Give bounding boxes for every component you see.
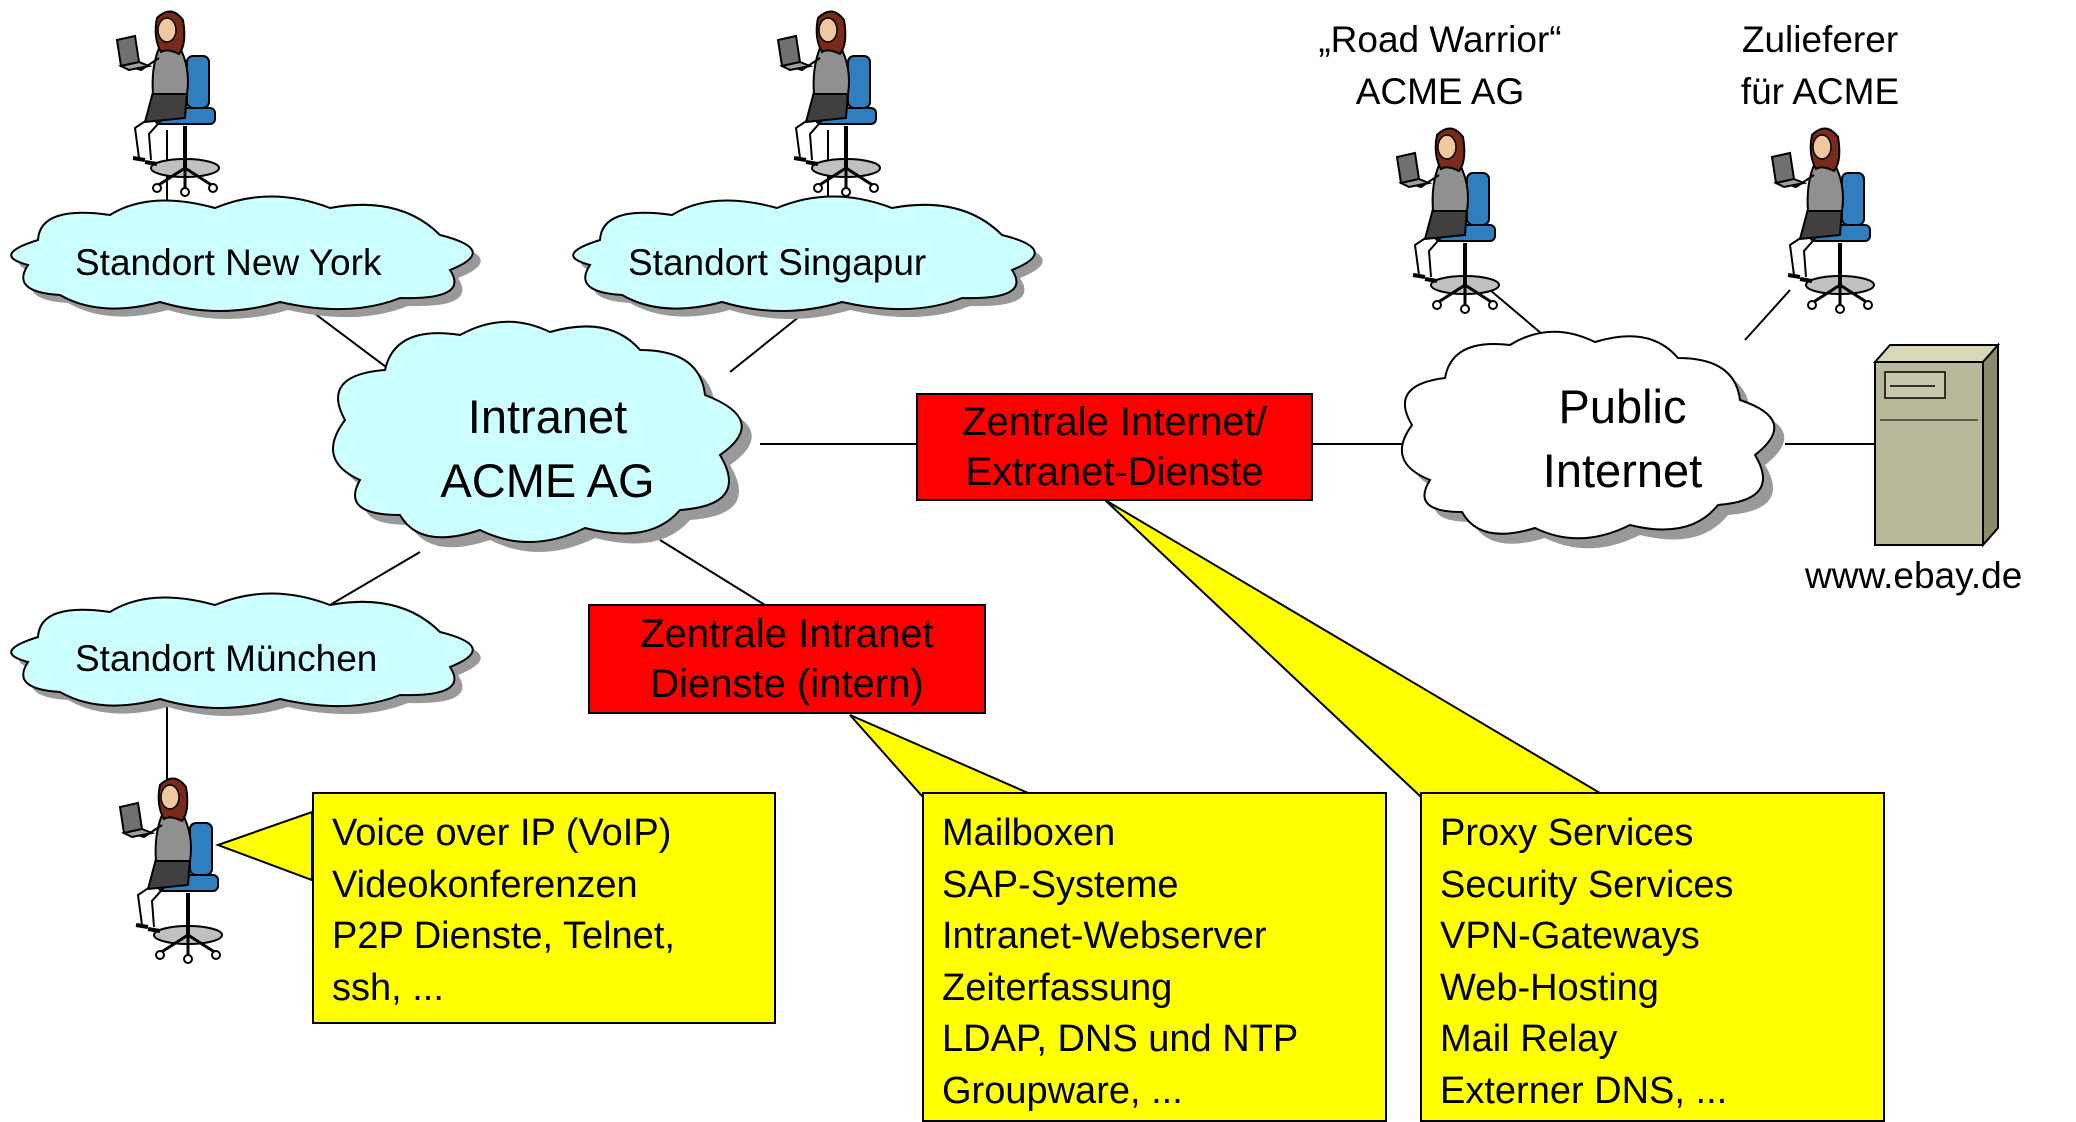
label-road-warrior-line-2: ACME AG <box>1355 71 1525 112</box>
cloud-intranet <box>332 320 752 553</box>
label-public-internet: Public Internet <box>1480 375 1765 503</box>
callout-muenchen-item: Videokonferenzen <box>332 863 638 906</box>
label-standort-muenchen: Standort München <box>75 638 378 679</box>
label-zulieferer-line-1: Zulieferer <box>1741 19 1899 60</box>
callout-internet-item: Mail Relay <box>1440 1018 1618 1060</box>
label-zulieferer: Zulieferer für ACME <box>1700 14 1940 118</box>
box-zentrale-internet-line-2: Extranet-Dienste <box>965 450 1264 494</box>
cloud-standort-singapur <box>572 195 1043 319</box>
server-icon <box>1872 342 2001 548</box>
callout-intranet-item: Intranet-Webserver <box>942 915 1267 957</box>
cloud-standort-muenchen <box>10 592 481 716</box>
callout-internet-dienste: Proxy Services Security Services VPN-Gat… <box>1420 792 1885 1122</box>
callout-intranet-item: Mailboxen <box>942 812 1116 854</box>
callout-muenchen-item: ssh, ... <box>332 966 444 1009</box>
person-new-york-icon <box>115 9 221 198</box>
label-standort-new-york: Standort New York <box>75 242 382 283</box>
callout-internet-item: Externer DNS, ... <box>1440 1069 1728 1112</box>
callout-intranet-dienste: Mailboxen SAP-Systeme Intranet-Webserver… <box>922 792 1387 1122</box>
callout-internet-item: Security Services <box>1440 863 1734 906</box>
callout-intranet-item: Zeiterfassung <box>942 966 1173 1009</box>
person-muenchen-icon <box>118 776 224 965</box>
callout-intranet-item: LDAP, DNS und NTP <box>942 1018 1299 1060</box>
label-public-line-1: Public <box>1558 380 1687 433</box>
callout-intranet-item: SAP-Systeme <box>942 863 1179 906</box>
label-intranet-line-1: Intranet <box>467 390 628 443</box>
label-standort-singapur: Standort Singapur <box>628 242 927 283</box>
label-server: www.ebay.de <box>1805 555 2023 596</box>
cloud-public-internet <box>1400 330 1785 549</box>
callout-muenchen-item: Voice over IP (VoIP) <box>332 812 672 854</box>
label-intranet: Intranet ACME AG <box>400 385 695 513</box>
callout-pointer-muenchen <box>215 810 313 882</box>
person-zulieferer-icon <box>1770 126 1876 315</box>
callout-pointer-intranet <box>849 714 1036 797</box>
label-road-warrior: „Road Warrior“ ACME AG <box>1290 14 1590 118</box>
label-public-line-2: Internet <box>1542 444 1703 497</box>
box-zentrale-intranet-dienste: Zentrale Intranet Dienste (intern) <box>588 604 986 714</box>
callout-internet-item: Web-Hosting <box>1440 966 1659 1009</box>
callout-pointer-internet <box>1104 499 1609 797</box>
label-zulieferer-line-2: für ACME <box>1740 71 1900 112</box>
label-intranet-line-2: ACME AG <box>440 454 655 507</box>
box-zentrale-intranet-line-2: Dienste (intern) <box>650 662 924 706</box>
cloud-standort-new-york <box>10 195 481 319</box>
person-singapur-icon <box>776 9 882 198</box>
callout-muenchen-item: P2P Dienste, Telnet, <box>332 915 675 957</box>
callout-internet-item: VPN-Gateways <box>1440 915 1700 957</box>
callout-internet-item: Proxy Services <box>1440 812 1694 854</box>
callout-muenchen-user: Voice over IP (VoIP) Videokonferenzen P2… <box>312 792 776 1024</box>
box-zentrale-internet-line-1: Zentrale Internet/ <box>962 400 1267 444</box>
person-road-warrior-icon <box>1395 126 1501 315</box>
callout-intranet-item: Groupware, ... <box>942 1069 1183 1112</box>
box-zentrale-internet-dienste: Zentrale Internet/ Extranet-Dienste <box>916 393 1313 501</box>
box-zentrale-intranet-line-1: Zentrale Intranet <box>640 612 934 656</box>
label-road-warrior-line-1: „Road Warrior“ <box>1318 19 1562 60</box>
